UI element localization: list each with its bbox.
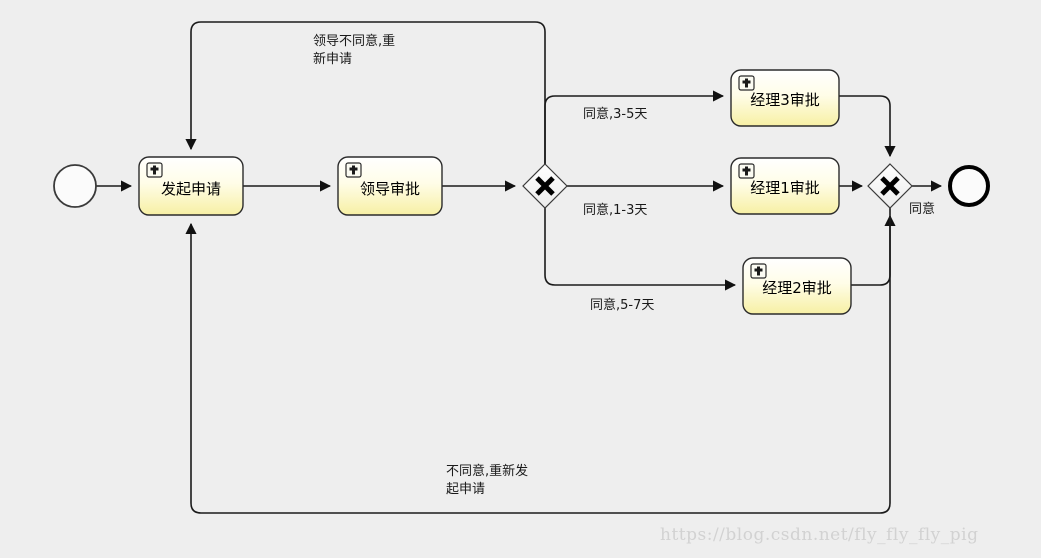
flow-split-to-manager2 xyxy=(544,208,737,291)
gateway-split[interactable] xyxy=(522,163,568,209)
task-manager2[interactable] xyxy=(742,257,852,315)
user-task-icon xyxy=(738,163,755,179)
flow-manager3-to-join xyxy=(839,95,896,158)
task-manager1[interactable] xyxy=(730,157,840,215)
task-apply[interactable] xyxy=(138,156,244,216)
user-task-icon xyxy=(738,75,755,91)
user-task-icon xyxy=(146,162,163,178)
exclusive-x-icon xyxy=(880,176,900,196)
flow-final-reject-loop xyxy=(185,208,891,514)
sequence-flows xyxy=(96,21,943,514)
user-task-icon xyxy=(750,263,767,279)
gateway-join[interactable] xyxy=(867,163,913,209)
flow-manager2-to-join xyxy=(851,214,896,286)
start-event[interactable] xyxy=(53,164,97,208)
end-event[interactable] xyxy=(948,165,990,207)
flow-split-to-manager3 xyxy=(544,90,725,164)
task-leader-approve[interactable] xyxy=(337,156,443,216)
flow-leader-reject-loop xyxy=(185,21,546,164)
user-task-icon xyxy=(345,162,362,178)
task-manager3[interactable] xyxy=(730,69,840,127)
exclusive-x-icon xyxy=(535,176,555,196)
